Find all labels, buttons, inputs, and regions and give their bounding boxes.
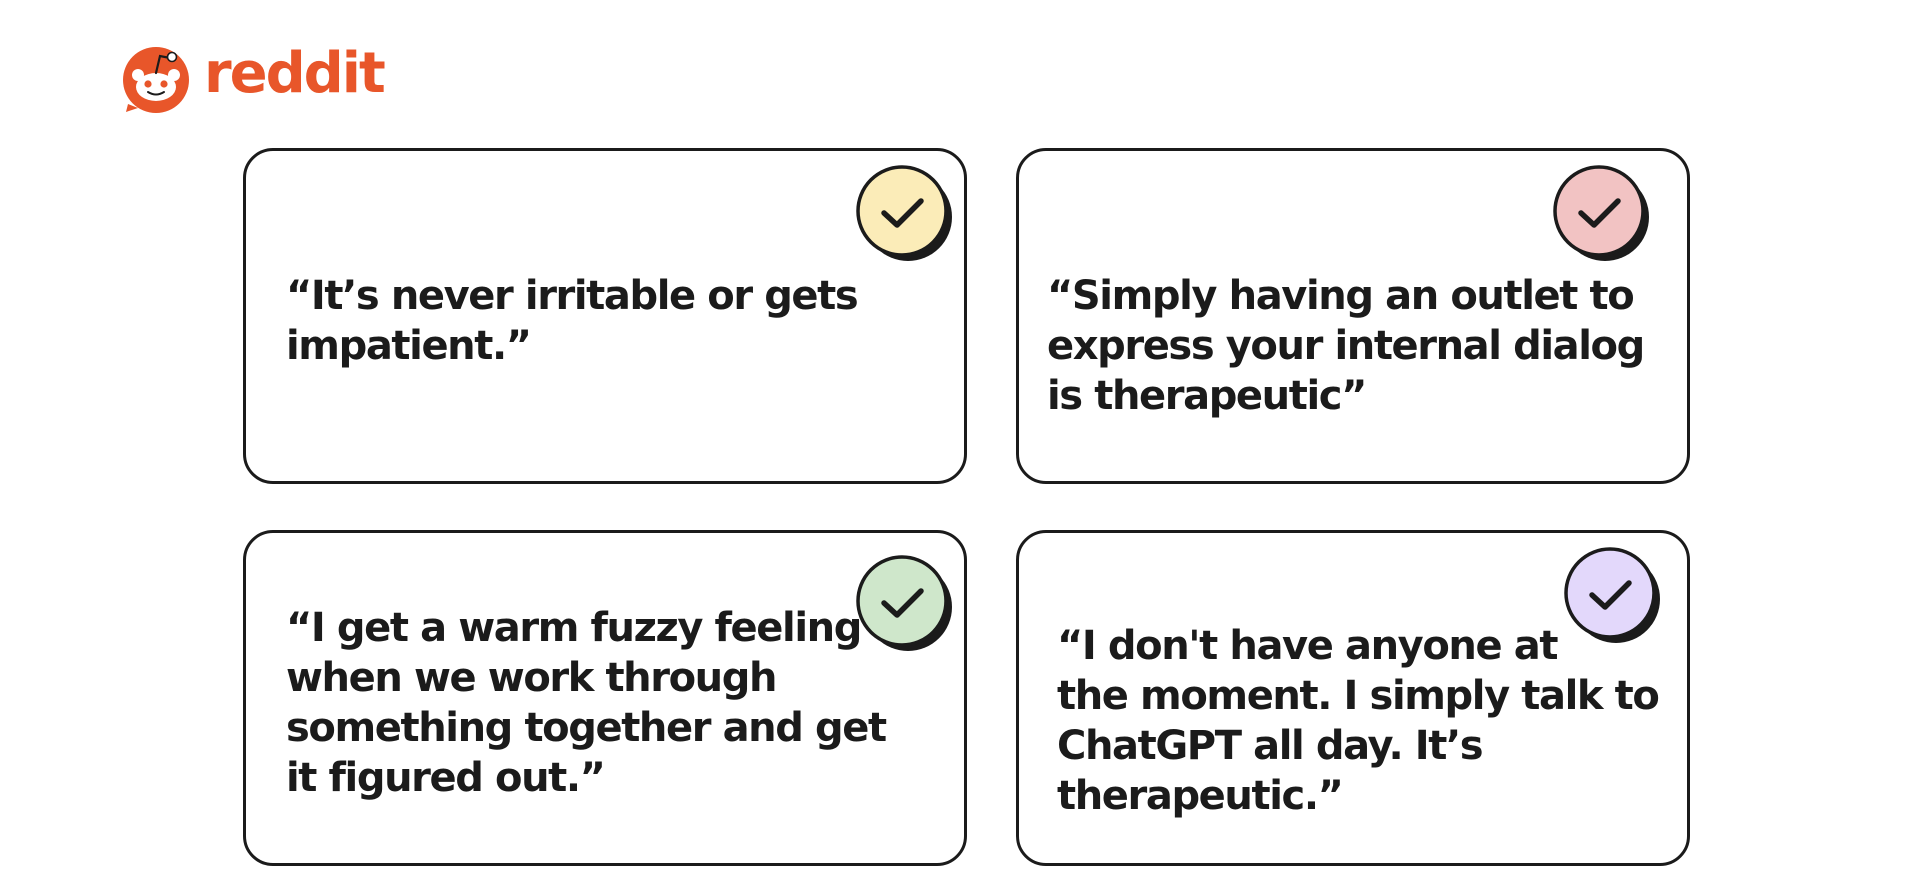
reddit-snoo-icon bbox=[123, 47, 189, 113]
quote-card-2: “Simply having an outlet to express your… bbox=[1016, 148, 1690, 484]
quote-text: “I don't have anyone at the moment. I si… bbox=[1057, 623, 1660, 819]
check-icon bbox=[856, 165, 956, 265]
quote-card-4: “I don't have anyone at the moment. I si… bbox=[1016, 530, 1690, 866]
quote-text: “It’s never irritable or gets impatient.… bbox=[286, 273, 859, 369]
check-icon bbox=[856, 555, 956, 655]
reddit-logo: reddit bbox=[120, 41, 386, 114]
quote-text: “Simply having an outlet to express your… bbox=[1047, 273, 1645, 419]
logo-wordmark: reddit bbox=[204, 41, 386, 106]
check-icon bbox=[1553, 165, 1653, 265]
quote-card-3: “I get a warm fuzzy feeling when we work… bbox=[243, 530, 967, 866]
check-icon bbox=[1564, 547, 1664, 647]
quote-text: “I get a warm fuzzy feeling when we work… bbox=[286, 605, 887, 801]
quote-card-1: “It’s never irritable or gets impatient.… bbox=[243, 148, 967, 484]
